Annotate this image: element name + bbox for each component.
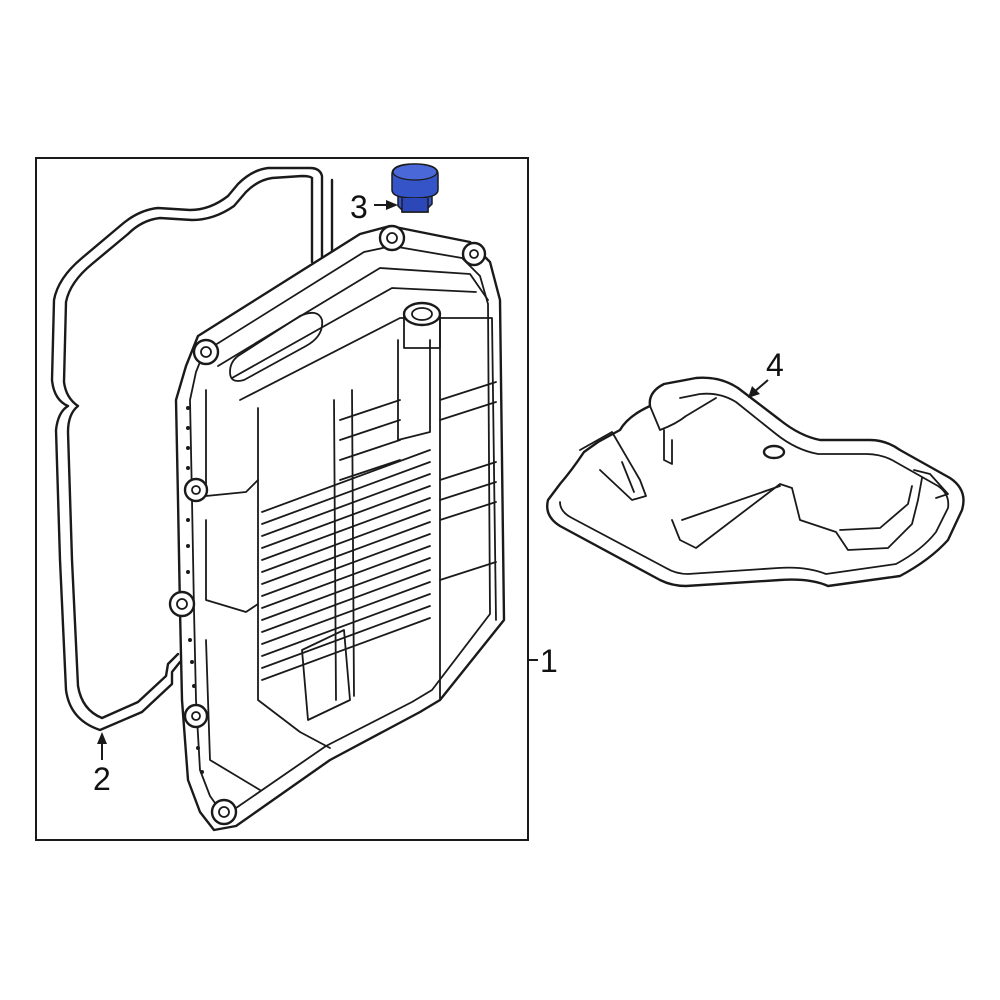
assembly-frame [35, 157, 529, 841]
filter[interactable] [546, 376, 965, 588]
callout-2: 2 [93, 761, 111, 797]
drain-plug[interactable] [391, 163, 439, 213]
flange-dots [186, 406, 204, 774]
leader-lines [97, 200, 769, 760]
callout-4: 4 [766, 347, 784, 383]
callout-1: 1 [540, 643, 558, 679]
callout-3: 3 [350, 189, 368, 225]
oil-pan[interactable] [168, 224, 506, 832]
